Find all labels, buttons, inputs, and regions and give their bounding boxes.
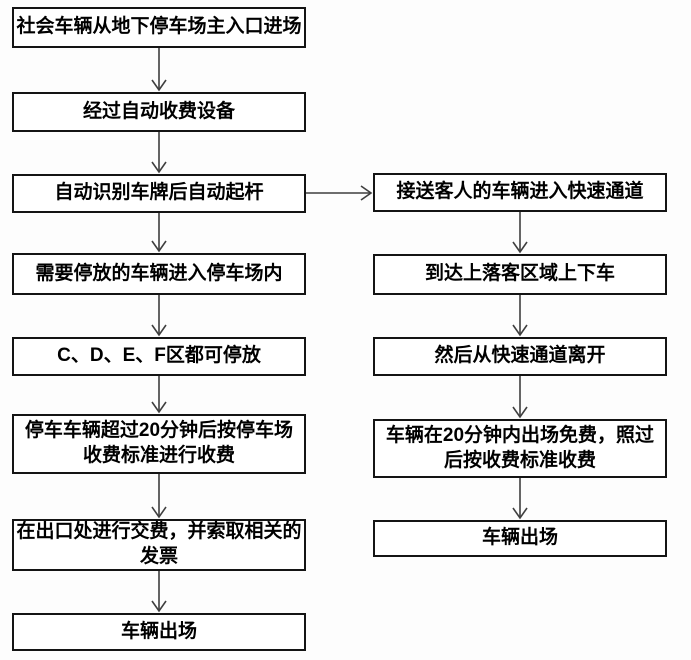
flow-node-label: 车辆在20分钟内出场免费，照过 后按收费标准收费 bbox=[385, 424, 655, 471]
flow-node-zones-cdef: C、D、E、F区都可停放 bbox=[12, 337, 306, 376]
flow-node-label: 社会车辆从地下停车场主入口进场 bbox=[16, 16, 302, 38]
arrow-L3-L4 bbox=[151, 213, 167, 253]
flow-node-dropoff-area: 到达上落客区域上下车 bbox=[373, 254, 667, 295]
flow-node-label: 然后从快速通道离开 bbox=[434, 345, 606, 367]
arrow-R2-R3 bbox=[512, 295, 528, 337]
arrow-L7-L8 bbox=[151, 571, 167, 613]
arrow-L6-L7 bbox=[151, 474, 167, 519]
flow-node-label: 车辆出场 bbox=[481, 527, 558, 549]
arrow-R1-R2 bbox=[512, 212, 528, 254]
flow-node-enter-parking-lot: 需要停放的车辆进入停车场内 bbox=[12, 253, 306, 295]
flow-node-plate-recognition: 自动识别车牌后自动起杆 bbox=[12, 174, 306, 213]
flow-node-free-within-20min: 车辆在20分钟内出场免费，照过 后按收费标准收费 bbox=[373, 419, 667, 478]
flow-node-pay-at-exit: 在出口处进行交费，并索取相关的 发票 bbox=[12, 519, 306, 571]
arrow-R3-R4 bbox=[512, 376, 528, 419]
flow-node-vehicle-exit-right: 车辆出场 bbox=[373, 520, 667, 557]
flow-node-label: C、D、E、F区都可停放 bbox=[57, 345, 261, 367]
flow-node-fee-over-20min: 停车车辆超过20分钟后按停车场 收费标准进行收费 bbox=[12, 414, 306, 474]
arrow-L4-L5 bbox=[151, 295, 167, 337]
flow-node-vehicle-exit-left: 车辆出场 bbox=[12, 613, 306, 651]
flow-node-main-entrance: 社会车辆从地下停车场主入口进场 bbox=[12, 7, 306, 48]
arrow-L5-L6 bbox=[151, 376, 167, 414]
arrow-L1-L2 bbox=[151, 48, 167, 92]
flow-node-auto-toll-device: 经过自动收费设备 bbox=[12, 92, 306, 132]
flow-node-label: 需要停放的车辆进入停车场内 bbox=[35, 262, 283, 284]
arrow-L2-L3 bbox=[151, 132, 167, 174]
flow-node-label: 接送客人的车辆进入快速通道 bbox=[396, 181, 644, 203]
arrow-L3-R1 bbox=[306, 185, 373, 201]
arrow-R4-R5 bbox=[512, 478, 528, 520]
flow-node-leave-fast-lane: 然后从快速通道离开 bbox=[373, 337, 667, 376]
flow-node-label: 停车车辆超过20分钟后按停车场 收费标准进行收费 bbox=[24, 420, 294, 466]
flow-node-label: 到达上落客区域上下车 bbox=[424, 263, 615, 285]
flow-node-label: 自动识别车牌后自动起杆 bbox=[54, 182, 264, 204]
flow-node-label: 车辆出场 bbox=[120, 620, 197, 642]
flow-node-fast-lane-entry: 接送客人的车辆进入快速通道 bbox=[373, 173, 667, 212]
flow-node-label: 在出口处进行交费，并索取相关的 发票 bbox=[16, 521, 302, 567]
flow-node-label: 经过自动收费设备 bbox=[82, 100, 235, 122]
